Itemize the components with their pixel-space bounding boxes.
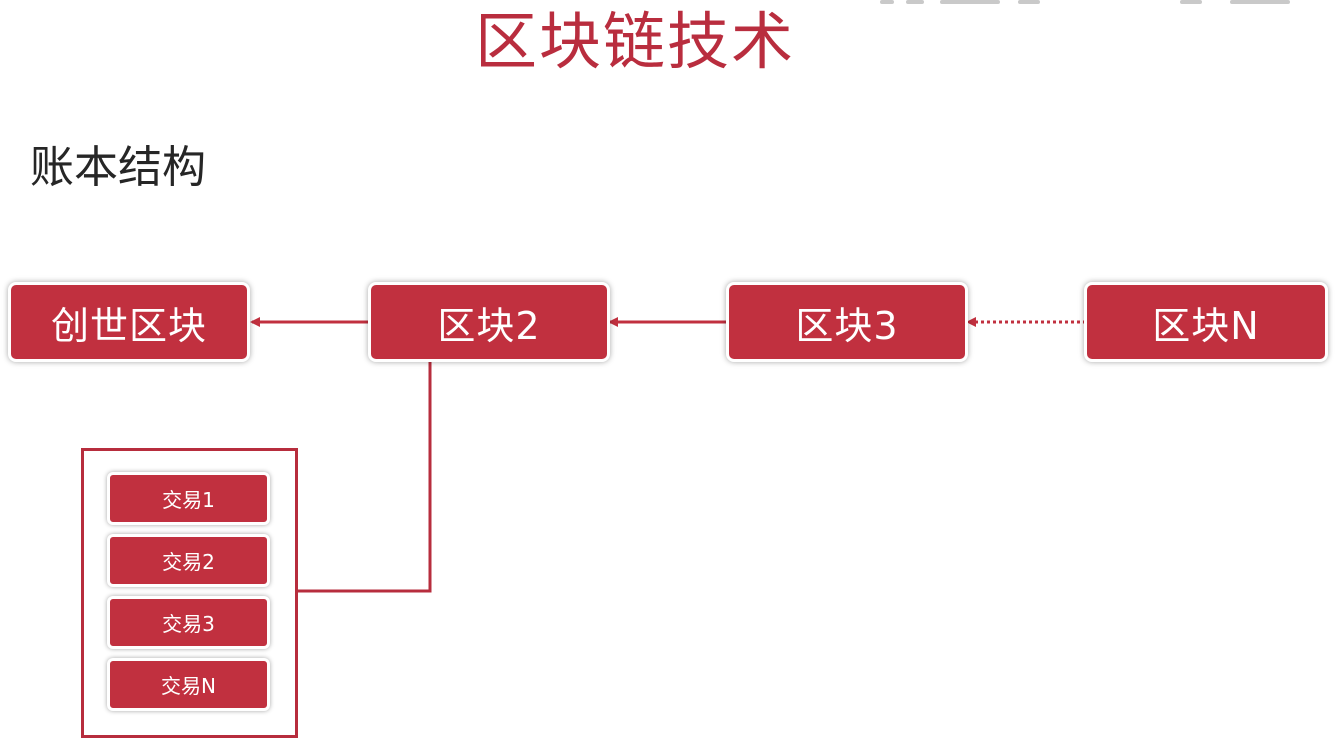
transaction-3: 交易3 — [107, 596, 270, 649]
block-3: 区块3 — [726, 282, 968, 362]
block-genesis: 创世区块 — [8, 282, 250, 362]
block-2-label: 区块2 — [437, 303, 541, 348]
transaction-3-label: 交易3 — [162, 612, 215, 636]
transaction-1-label: 交易1 — [162, 488, 215, 512]
block-2: 区块2 — [368, 282, 610, 362]
transaction-2-label: 交易2 — [162, 550, 215, 574]
section-subtitle: 账本结构 — [30, 142, 206, 193]
block-n-label: 区块N — [1152, 303, 1260, 348]
block-3-label: 区块3 — [795, 303, 899, 348]
transaction-2: 交易2 — [107, 534, 270, 587]
transaction-1: 交易1 — [107, 472, 270, 525]
connector-block2-to-transactions — [298, 362, 432, 593]
page-title: 区块链技术 — [474, 5, 795, 78]
transaction-n: 交易N — [107, 658, 270, 711]
transaction-n-label: 交易N — [161, 674, 216, 698]
block-n: 区块N — [1084, 282, 1328, 362]
cropped-header-fragment — [880, 0, 1320, 8]
block-genesis-label: 创世区块 — [50, 303, 207, 348]
